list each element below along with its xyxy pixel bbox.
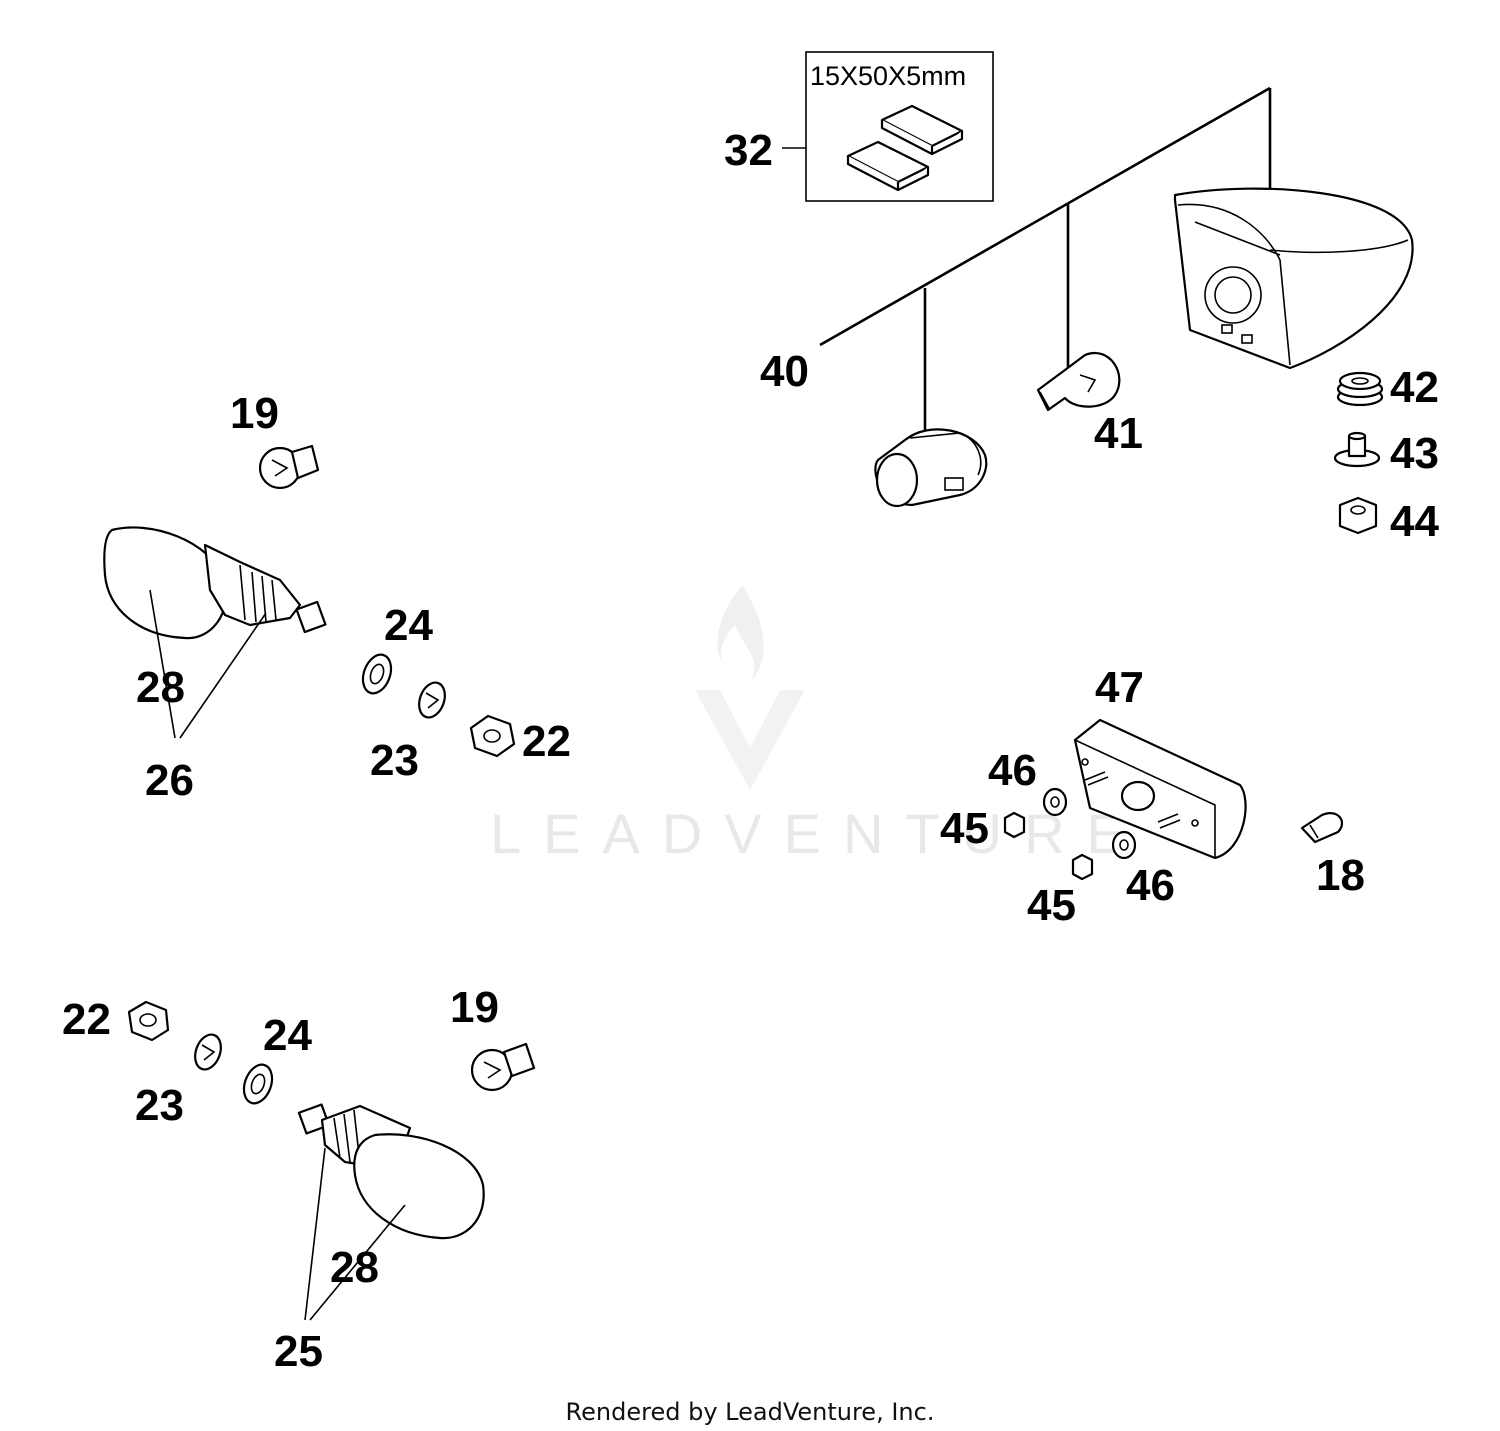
tail-bulb-icon (1036, 352, 1121, 412)
leader-26 (179, 612, 267, 739)
callout-23-lower: 23 (135, 1081, 184, 1130)
bulb-socket-icon (874, 428, 988, 508)
grommet-icon (1336, 371, 1384, 407)
callout-45-lower: 45 (1027, 881, 1076, 930)
lock-washer-lower-icon (194, 1033, 222, 1071)
callout-41: 41 (1094, 409, 1143, 458)
callout-22-lower: 22 (62, 995, 111, 1044)
callout-26: 26 (145, 756, 194, 805)
leader-28-upper (149, 589, 176, 739)
callout-40: 40 (760, 347, 809, 396)
nut-45-upper-icon (1003, 811, 1026, 839)
magnet-blocks-icon (846, 104, 964, 192)
flange-nut-icon (1338, 496, 1378, 535)
callout-46-upper: 46 (988, 746, 1037, 795)
washer-upper-icon (361, 653, 393, 695)
spacer-icon (1333, 431, 1381, 468)
callout-19-upper: 19 (230, 389, 279, 438)
callout-32: 32 (724, 126, 773, 175)
turn-signal-lower-icon (297, 1103, 485, 1240)
tail-light-housing-icon (1173, 187, 1414, 370)
turn-signal-bulb-upper-icon (258, 444, 320, 490)
footer-credit: Rendered by LeadVenture, Inc. (566, 1398, 935, 1426)
nut-45-lower-icon (1071, 853, 1094, 881)
callout-24-lower: 24 (263, 1011, 312, 1060)
wedge-bulb-icon (1300, 812, 1344, 844)
lock-washer-upper-icon (418, 681, 446, 719)
washer-lower-icon (242, 1063, 274, 1105)
callout-44: 44 (1390, 497, 1439, 546)
nut-lower-icon (127, 1000, 170, 1042)
callout-28-lower: 28 (330, 1243, 379, 1292)
washer-46-upper-icon (1042, 787, 1068, 817)
callout-45-upper: 45 (940, 804, 989, 853)
callout-43: 43 (1390, 429, 1439, 478)
turn-signal-bulb-lower-icon (470, 1042, 536, 1092)
callout-18: 18 (1316, 851, 1365, 900)
box-note: 15X50X5mm (810, 61, 966, 91)
callout-47: 47 (1095, 663, 1144, 712)
nut-upper-icon (469, 714, 516, 758)
leader-25 (304, 1147, 326, 1321)
turn-signal-upper-icon (103, 526, 327, 640)
callout-28-upper: 28 (136, 663, 185, 712)
callout-25: 25 (274, 1327, 323, 1376)
callout-22-upper: 22 (522, 717, 571, 766)
callout-42: 42 (1390, 363, 1439, 412)
callout-19-lower: 19 (450, 983, 499, 1032)
watermark-logo (695, 585, 805, 790)
callout-23-upper: 23 (370, 736, 419, 785)
washer-46-lower-icon (1111, 830, 1137, 860)
leader-28-lower (309, 1204, 406, 1321)
license-plate-light-icon (1073, 718, 1247, 860)
callout-46-lower: 46 (1126, 861, 1175, 910)
magnet-box (805, 51, 994, 202)
callout-24-upper: 24 (384, 601, 433, 650)
